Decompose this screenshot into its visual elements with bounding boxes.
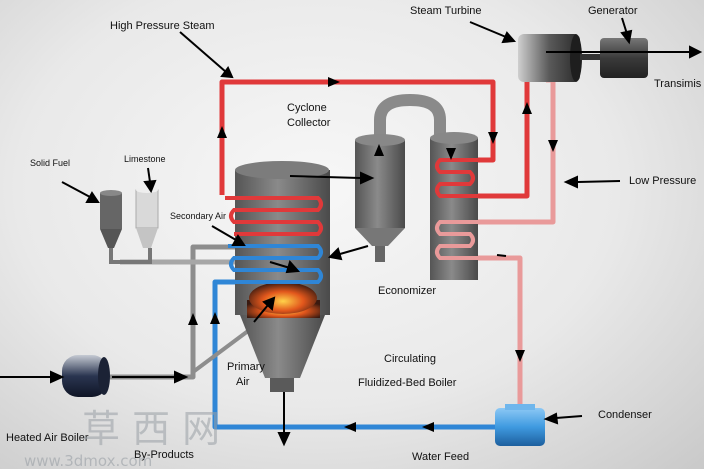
watermark-chinese: 草 西 网 <box>82 407 220 451</box>
label-primary: Primary <box>227 361 265 373</box>
label-high-pressure-steam: High Pressure Steam <box>110 20 215 32</box>
boiler-vessel <box>235 161 330 392</box>
label-cyclone: Cyclone <box>287 102 327 114</box>
feeder-pipe <box>109 248 152 264</box>
generator <box>600 38 648 78</box>
label-economizer: Economizer <box>378 285 436 297</box>
cyclone-crossover-duct <box>374 93 446 140</box>
label-limestone: Limestone <box>124 154 166 164</box>
label-steam-turbine: Steam Turbine <box>410 5 482 17</box>
low-pressure-steam-line <box>478 77 556 408</box>
label-condenser: Condenser <box>598 409 652 421</box>
label-water-feed: Water Feed <box>412 451 469 463</box>
label-circulating: Circulating <box>384 353 436 365</box>
label-heated-air-boiler: Heated Air Boiler <box>6 432 89 444</box>
label-by-products: By-Products <box>134 449 194 461</box>
annotation-arrows <box>0 17 703 447</box>
watermark-url: www.3dmox.com <box>24 452 152 469</box>
label-generator: Generator <box>588 5 638 17</box>
steam-turbine <box>518 34 582 82</box>
label-fluidized-bed-boiler: Fluidized-Bed Boiler <box>358 377 457 389</box>
label-low-pressure: Low Pressure <box>629 175 696 187</box>
solid-fuel-hopper <box>100 190 122 248</box>
condenser <box>495 404 545 446</box>
label-air: Air <box>236 376 250 388</box>
limestone-hopper <box>135 187 159 248</box>
flow-arrows <box>188 77 558 432</box>
turbine-shaft <box>580 54 602 60</box>
high-pressure-steam-line <box>219 79 530 199</box>
label-transmission: Transimis <box>654 78 702 90</box>
economizer-coils <box>435 158 484 260</box>
air-heater <box>62 355 110 397</box>
label-solid-fuel: Solid Fuel <box>30 158 70 168</box>
boiler-coils <box>225 196 323 284</box>
label-secondary-air: Secondary Air <box>170 211 226 221</box>
label-collector: Collector <box>287 117 331 129</box>
